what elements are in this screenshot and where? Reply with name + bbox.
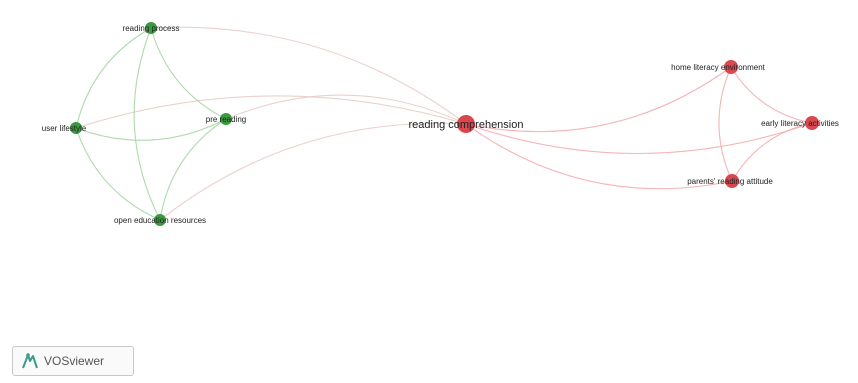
- node-rc[interactable]: [457, 115, 475, 133]
- node-ela[interactable]: [805, 116, 819, 130]
- vosviewer-logo-icon: [22, 353, 38, 369]
- link-rc-hle: [465, 66, 732, 133]
- link-hle-ela: [730, 66, 813, 124]
- link-rp-pr: [150, 27, 227, 120]
- link-rc-rp: [150, 26, 467, 125]
- node-label-hle[interactable]: home literacy environment: [671, 63, 766, 72]
- link-rc-ls: [75, 95, 467, 129]
- vosviewer-label: VOSviewer: [44, 354, 105, 368]
- label-layer: reading comprehension home literacy envir…: [42, 24, 839, 225]
- node-label-rc[interactable]: reading comprehension: [409, 119, 524, 131]
- link-ls-oer: [75, 127, 161, 221]
- node-label-pra[interactable]: parents' reading attitude: [687, 177, 773, 186]
- node-hle[interactable]: [724, 60, 738, 74]
- link-hle-pra: [718, 66, 733, 182]
- link-rp-ls: [75, 27, 152, 129]
- link-rc-pra: [465, 123, 733, 190]
- node-ls[interactable]: [70, 122, 82, 134]
- node-pr[interactable]: [220, 113, 232, 125]
- vosviewer-badge[interactable]: VOSviewer: [12, 346, 134, 376]
- link-rc-ela: [465, 122, 813, 154]
- node-oer[interactable]: [154, 214, 166, 226]
- node-label-ls[interactable]: user lifestyle: [42, 124, 87, 133]
- node-rp[interactable]: [145, 22, 157, 34]
- node-label-ela[interactable]: early literacy activities: [761, 119, 839, 128]
- link-ela-pra: [731, 122, 813, 182]
- link-ls-pr: [75, 118, 227, 141]
- node-layer: [70, 22, 819, 226]
- node-pra[interactable]: [725, 174, 739, 188]
- link-rc-pr: [225, 94, 467, 125]
- link-rc-oer: [159, 122, 467, 221]
- node-label-pr[interactable]: pre reading: [206, 115, 246, 124]
- link-pr-oer: [159, 118, 227, 221]
- edge-layer: [75, 26, 813, 221]
- node-label-rp[interactable]: reading process: [123, 24, 180, 33]
- node-label-oer[interactable]: open education resources: [114, 216, 206, 225]
- link-rp-oer: [133, 27, 161, 221]
